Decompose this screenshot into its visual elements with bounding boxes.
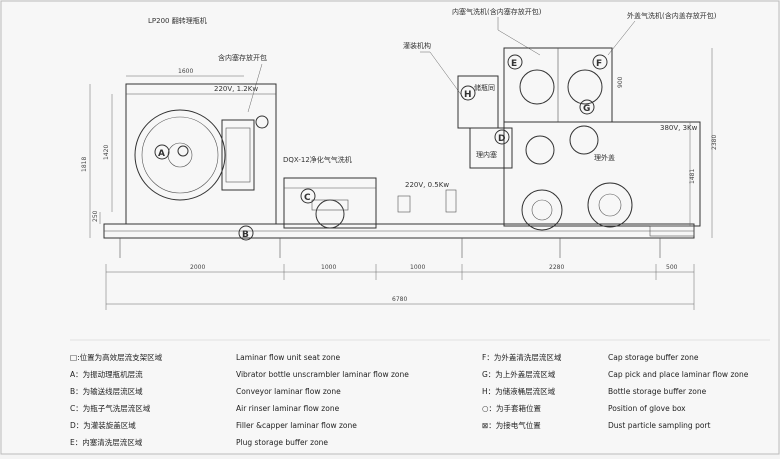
washer-e-wheel [519,69,555,105]
gear-2-hub [598,193,622,217]
inner-wash-label: 内塞气洗机(含内塞存放开包) [452,7,542,16]
dim-250: 250 [92,210,99,222]
plug-sort-label: 理内塞 [476,150,497,159]
legend-left-cn-0: □:位置为高效层流支架区域 [70,352,163,362]
small-box-2 [445,189,457,213]
zone-b: B [242,230,249,240]
legend-right-en-1: Cap pick and place laminar flow zone [608,370,749,379]
legend-left-cn-5: E：内塞清洗层流区域 [70,437,143,447]
legend-left-en-4: Filler &capper laminar flow zone [236,421,357,430]
filler-frame [469,127,513,169]
legend-left-cn-2: B：为输送线层流区域 [70,386,143,396]
turntable-inner [141,116,219,194]
legend-right-cn-2: H：为储液桶层流区域 [482,386,556,396]
hopper-inner [225,127,251,183]
zone-c-marker [300,188,316,204]
legend-right-cn-3: ○：为手套箱位置 [482,403,542,413]
legend-right-en-2: Bottle storage buffer zone [608,387,707,396]
zone-d: D [498,134,505,144]
legend-right-en-0: Cap storage buffer zone [608,353,699,362]
legend-left-en-2: Conveyor laminar flow zone [236,387,341,396]
power-1: 220V, 1.2Kw [214,85,258,93]
zone-a: A [158,149,165,159]
cap-sort-label: 理外盖 [594,153,615,162]
zone-a-icon[interactable] [177,145,189,157]
leader-capping [420,51,466,101]
legend-left-cn-1: A：为振动理瓶机层流 [70,369,143,379]
legend-left: □:位置为高效层流支架区域 Laminar flow unit seat zon… [70,352,409,447]
zone-g-marker [579,99,595,115]
dim-1420: 1420 [103,145,110,160]
legend-left-cn-3: C：为瓶子气洗层流区域 [70,403,151,413]
dim-1600: 1600 [178,68,193,75]
zone-g: G [583,104,590,114]
zone-a-marker [154,144,170,160]
dim-2380: 2380 [711,135,718,150]
gear-2 [587,182,633,228]
dim-900: 900 [617,76,624,88]
purifier-label: DQX-12净化气气洗机 [283,155,352,164]
leader-storage [247,63,263,113]
legend-right-cn-0: F：为外盖清洗层流区域 [482,352,562,362]
gear-1-hub [531,199,553,221]
legend-right: F：为外盖清洗层流区域 Cap storage buffer zone G：为上… [482,352,749,430]
dim-500: 500 [666,264,678,271]
leader-inner [497,17,541,56]
legend-left-cn-4: D：为灌装旋盖区域 [70,420,136,430]
rinser-head [311,199,349,211]
zone-h: H [464,90,472,100]
legend-left-en-5: Plug storage buffer zone [236,438,328,447]
capper-wheel-1 [525,135,555,165]
zone-f-marker [592,54,608,70]
legend-left-en-0: Laminar flow unit seat zone [236,353,340,362]
small-box-1 [397,195,411,213]
inner-storage-label: 含内塞存放开包 [218,53,267,62]
zone-h-marker [460,85,476,101]
dim-1000a: 1000 [321,264,336,271]
zone-e-marker [507,54,523,70]
hopper-box [221,119,255,191]
legend-left-en-3: Air rinser laminar flow zone [236,404,340,413]
gear-1 [521,189,563,231]
legend-right-en-4: Dust particle sampling port [608,421,710,430]
outfeed-table [649,225,695,237]
legend-right-cn-4: ⊠：为接电气位置 [482,420,541,430]
legend-left-en-1: Vibrator bottle unscrambler laminar flow… [236,370,409,379]
legend-right-en-3: Position of glove box [608,404,686,413]
dim-2000: 2000 [190,264,205,271]
machine-title: LP200 翻转理瓶机 [148,16,207,25]
legend-right-cn-1: G：为上外盖层流区域 [482,369,556,379]
zone-b-marker [238,225,254,241]
power-2: 220V, 0.5Kw [405,181,449,189]
washer-f-wheel [567,69,603,105]
dim-2280: 2280 [549,264,564,271]
zone-e: E [511,59,517,69]
dim-1818: 1818 [81,157,88,172]
capping-label: 灌装机构 [403,41,431,50]
capper-wheel-2 [569,125,599,155]
dim-6780: 6780 [392,296,407,303]
turntable-outer [134,109,226,201]
zone-c: C [304,193,311,203]
power-3: 380V, 3Kw [660,124,698,132]
zone-d-marker [494,129,510,145]
dim-1481: 1481 [689,169,696,184]
outer-wash-label: 外盖气洗机(含内盖存放开包) [627,11,717,20]
glove-port-a [255,115,269,129]
zone-f: F [596,59,602,69]
bottle-store-label: 储瓶同 [474,83,495,92]
dim-1000b: 1000 [410,264,425,271]
